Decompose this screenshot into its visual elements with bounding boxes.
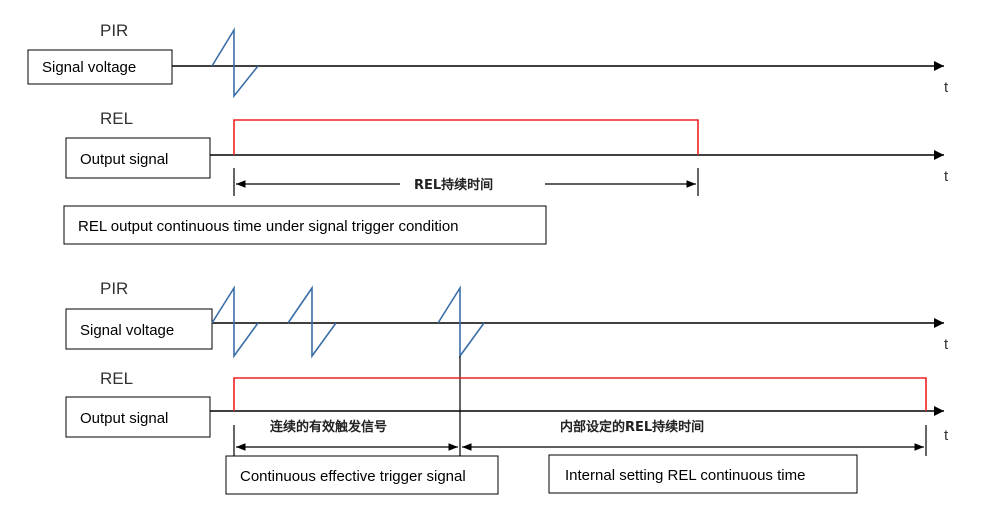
rel-axis-t-label-2: t xyxy=(944,427,949,444)
caption-box xyxy=(63,205,547,245)
pir-axis-arrow-icon-2 xyxy=(934,318,944,328)
continuous-trigger-label-cn: 连续的有效触发信号 xyxy=(270,419,387,435)
pir-trigger-wave-3 xyxy=(437,285,485,359)
internal-rel-duration-label-cn: 内部设定的REL持续时间 xyxy=(560,419,704,435)
panel-continuous-trigger: PIR t Signal voltage REL t Output signal… xyxy=(65,279,949,495)
trigger-caption-box xyxy=(225,455,499,495)
pir-axis-t-label-2: t xyxy=(944,336,949,353)
signal-voltage-label-2: Signal voltage xyxy=(80,322,174,339)
output-signal-label: Output signal xyxy=(80,151,168,168)
output-signal-box-2 xyxy=(65,396,211,438)
rel-output-pulse xyxy=(233,119,699,155)
pir-label: PIR xyxy=(100,21,128,40)
pir-trigger-wave xyxy=(211,27,259,99)
internal-caption-box xyxy=(548,454,858,494)
output-signal-box xyxy=(65,137,211,179)
output-signal-label-2: Output signal xyxy=(80,410,168,427)
rel-label: REL xyxy=(100,109,133,128)
rel-output-pulse-extended xyxy=(233,377,927,411)
signal-voltage-label: Signal voltage xyxy=(42,59,136,76)
panel-single-trigger: PIR t Signal voltage REL t Output signal… xyxy=(27,21,949,245)
rel-duration-label: REL持续时间 xyxy=(414,177,493,193)
pir-axis-arrow-icon xyxy=(934,61,944,71)
caption-text: REL output continuous time under signal … xyxy=(78,218,459,235)
pir-trigger-wave-1 xyxy=(211,285,259,359)
rel-axis-arrow-icon-2 xyxy=(934,406,944,416)
rel-label-2: REL xyxy=(100,369,133,388)
pir-trigger-wave-2 xyxy=(287,285,337,359)
internal-caption-text: Internal setting REL continuous time xyxy=(565,467,805,484)
pir-label-2: PIR xyxy=(100,279,128,298)
trigger-caption-text: Continuous effective trigger signal xyxy=(240,468,466,485)
rel-axis-arrow-icon xyxy=(934,150,944,160)
signal-voltage-box-2 xyxy=(65,308,213,350)
pir-axis-t-label: t xyxy=(944,79,949,96)
signal-voltage-box xyxy=(27,49,173,85)
rel-axis-t-label: t xyxy=(944,168,949,185)
